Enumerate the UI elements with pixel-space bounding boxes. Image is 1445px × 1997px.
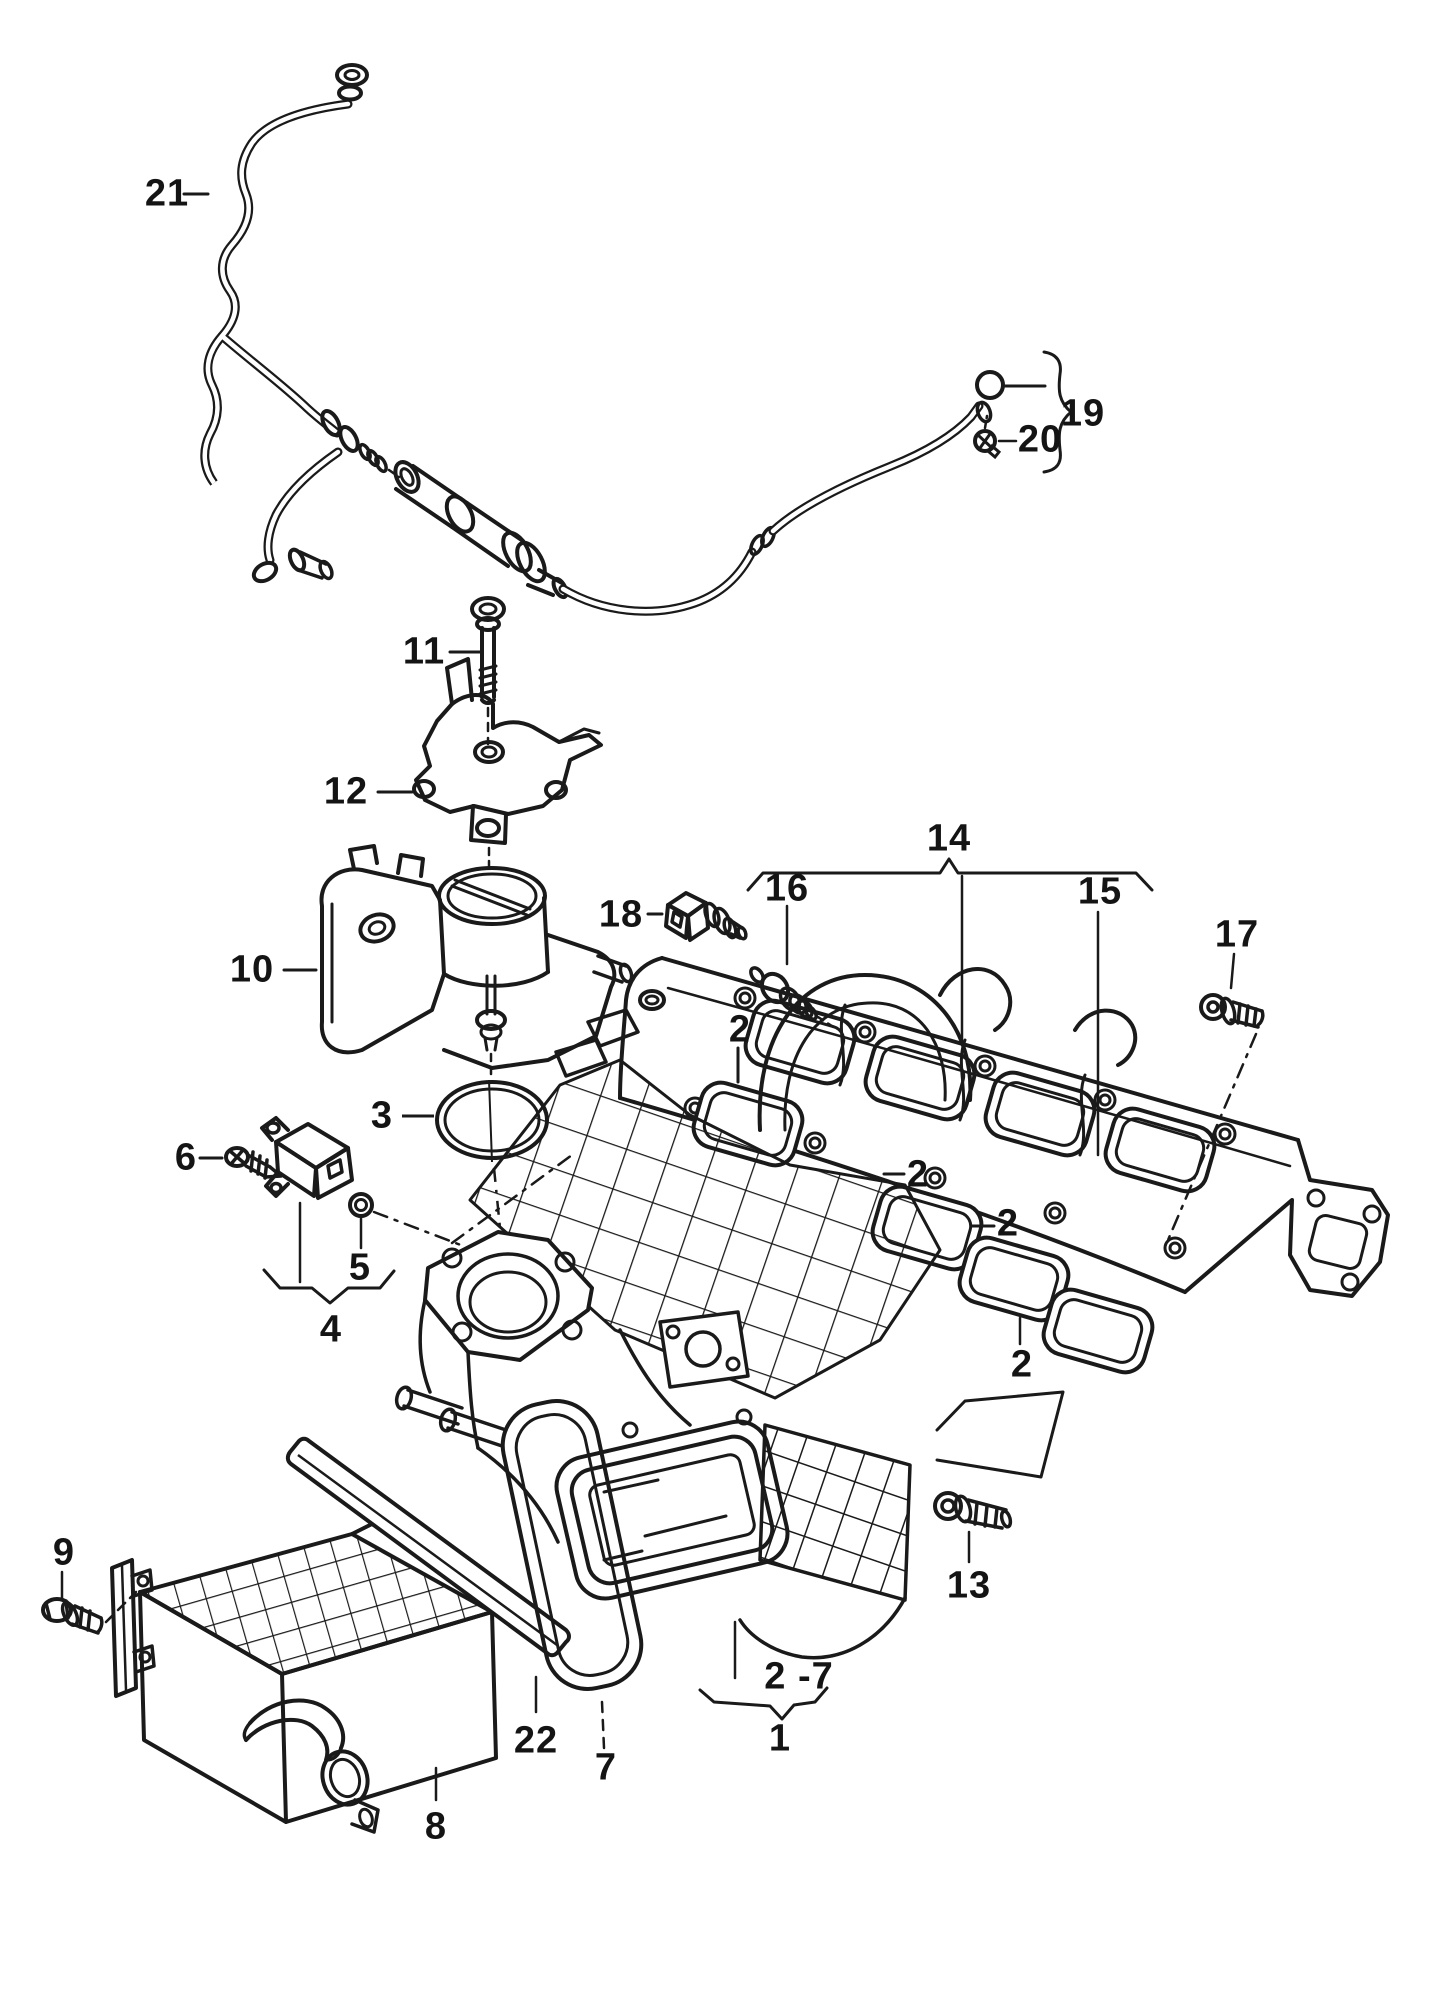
callout-3[interactable]: 3 (370, 1094, 394, 1137)
callout-1[interactable]: 1 (768, 1717, 792, 1760)
throttle-body-10 (282, 844, 640, 1078)
callout-2b[interactable]: 2 (906, 1153, 930, 1196)
callout-18[interactable]: 18 (598, 893, 644, 936)
leader-14-15-16 (746, 857, 1236, 1157)
callout-2d[interactable]: 2 (1010, 1343, 1034, 1386)
callout-2a[interactable]: 2 (728, 1008, 752, 1051)
callout-16[interactable]: 16 (764, 867, 810, 910)
pressure-sensor-18 (646, 891, 748, 942)
lower-intake-plenum (394, 967, 1138, 1721)
bolt-9 (41, 1570, 138, 1635)
callout-12[interactable]: 12 (323, 770, 369, 813)
callout-17[interactable]: 17 (1214, 913, 1260, 956)
intercooler-8 (110, 1522, 514, 1834)
callout-13[interactable]: 13 (946, 1564, 992, 1607)
screw-13 (933, 1390, 1065, 1564)
callout-2c[interactable]: 2 (996, 1202, 1020, 1245)
callout-22[interactable]: 22 (513, 1719, 559, 1762)
hose-right-section (558, 370, 1005, 616)
callout-8[interactable]: 8 (424, 1805, 448, 1848)
breather-hose-21 (200, 63, 401, 584)
screw-17 (1166, 993, 1265, 1242)
hose-clamp-20 (973, 414, 1018, 460)
callout-2-7[interactable]: 2 -7 (764, 1655, 834, 1698)
leader-19 (1003, 350, 1074, 474)
callout-14[interactable]: 14 (926, 817, 972, 860)
callout-10[interactable]: 10 (229, 948, 275, 991)
callout-5[interactable]: 5 (348, 1246, 372, 1289)
support-bracket-12 (376, 657, 603, 868)
callout-4[interactable]: 4 (319, 1308, 343, 1351)
pcv-valve (393, 460, 569, 600)
seal-strip-22 (285, 1436, 571, 1714)
callout-9[interactable]: 9 (52, 1531, 76, 1574)
callout-19[interactable]: 19 (1060, 392, 1106, 435)
gasket-7 (500, 1399, 644, 1750)
callout-7[interactable]: 7 (594, 1746, 618, 1789)
callout-15[interactable]: 15 (1077, 870, 1123, 913)
callout-20[interactable]: 20 (1017, 418, 1063, 461)
bolt-11 (448, 596, 506, 746)
callout-11[interactable]: 11 (402, 630, 446, 673)
callout-6[interactable]: 6 (174, 1136, 198, 1179)
callout-21[interactable]: 21 (144, 172, 190, 215)
